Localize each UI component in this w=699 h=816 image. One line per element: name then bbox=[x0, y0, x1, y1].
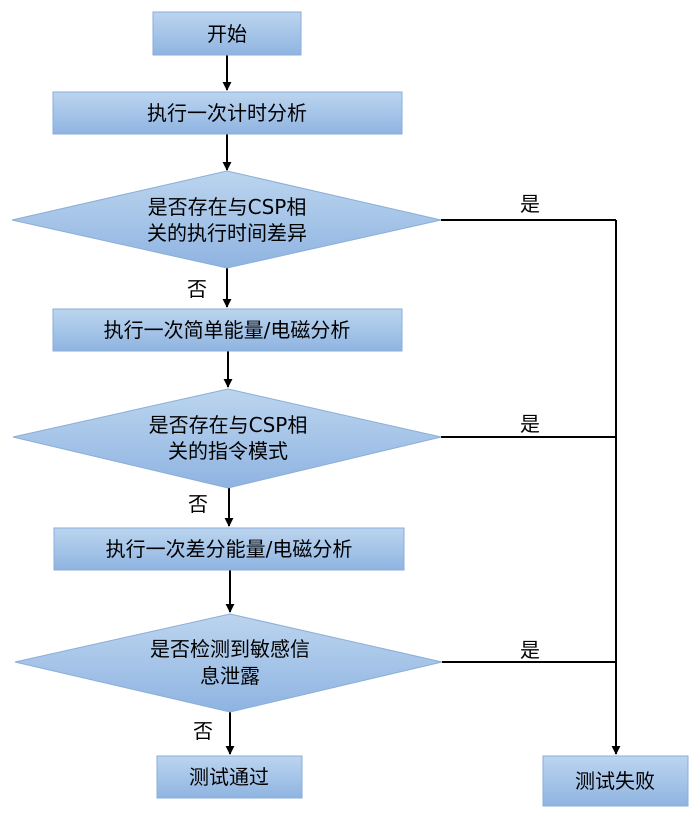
decision-3-line1: 是否检测到敏感信 bbox=[150, 637, 310, 661]
node-pass: 测试通过 bbox=[156, 755, 303, 799]
decision-3-diamond bbox=[14, 613, 443, 713]
decision-1-line2: 关的执行时间差异 bbox=[147, 221, 307, 245]
node-spa-label: 执行一次简单能量/电磁分析 bbox=[104, 318, 351, 342]
node-start-label: 开始 bbox=[207, 22, 247, 46]
edge-label-yes-3: 是 bbox=[520, 638, 540, 662]
decision-1-line1: 是否存在与CSP相 bbox=[148, 195, 307, 219]
node-pass-box bbox=[156, 755, 303, 799]
edge-label-yes-2: 是 bbox=[520, 412, 540, 436]
decision-1-diamond bbox=[11, 170, 442, 269]
node-start: 开始 bbox=[152, 11, 302, 56]
node-pass-label: 测试通过 bbox=[189, 765, 269, 789]
node-dpa-label: 执行一次差分能量/电磁分析 bbox=[106, 537, 353, 561]
node-dpa: 执行一次差分能量/电磁分析 bbox=[53, 527, 405, 571]
decision-1: 是否存在与CSP相 关的执行时间差异 bbox=[11, 170, 442, 269]
edge-label-no-1: 否 bbox=[187, 277, 207, 301]
decision-3-line2: 息泄露 bbox=[200, 664, 260, 688]
node-timing: 执行一次计时分析 bbox=[52, 91, 403, 135]
edge-label-yes-1: 是 bbox=[520, 192, 540, 216]
node-dpa-box bbox=[53, 527, 405, 571]
connectors bbox=[222, 55, 621, 755]
decision-2-line1: 是否存在与CSP相 bbox=[149, 413, 308, 437]
node-timing-box bbox=[52, 91, 403, 135]
node-fail-box bbox=[542, 755, 689, 807]
decision-3: 是否检测到敏感信 息泄露 bbox=[14, 613, 443, 713]
node-spa: 执行一次简单能量/电磁分析 bbox=[52, 308, 403, 352]
decision-2-diamond bbox=[12, 388, 442, 489]
node-spa-box bbox=[52, 308, 403, 352]
node-fail-label: 测试失败 bbox=[575, 769, 655, 793]
decision-2: 是否存在与CSP相 关的指令模式 bbox=[12, 388, 442, 489]
edge-label-no-3: 否 bbox=[193, 719, 213, 743]
node-fail: 测试失败 bbox=[542, 755, 689, 807]
node-timing-label: 执行一次计时分析 bbox=[147, 101, 307, 125]
edge-label-no-2: 否 bbox=[188, 492, 208, 516]
node-start-box bbox=[152, 11, 302, 56]
decision-2-line2: 关的指令模式 bbox=[168, 439, 288, 463]
